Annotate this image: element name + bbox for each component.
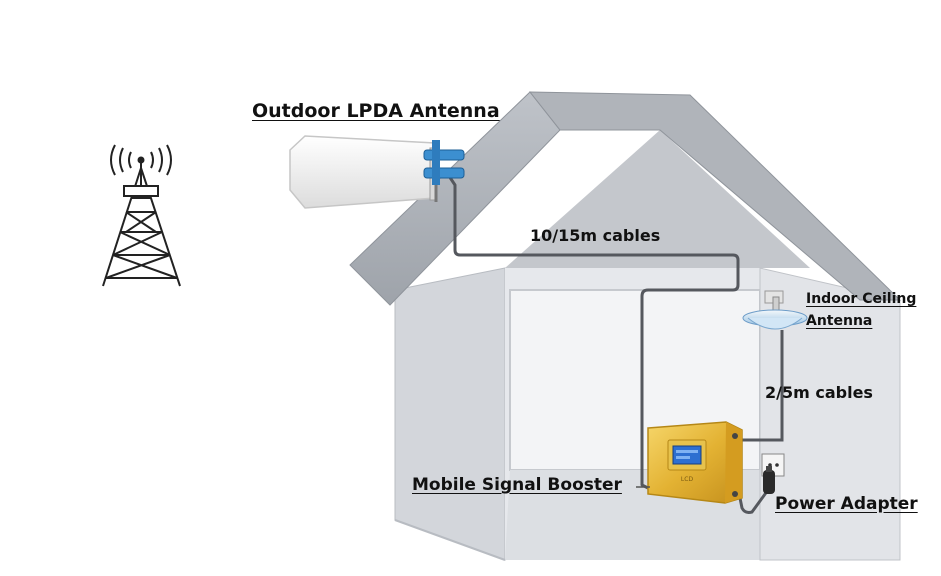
long-cables-label: 10/15m cables — [530, 226, 661, 245]
cable-long — [443, 169, 740, 490]
cell-tower-icon — [102, 160, 181, 287]
signal-waves-icon — [110, 144, 172, 176]
short-cables-label: 2/5m cables — [765, 383, 873, 402]
power-adapter-label: Power Adapter — [775, 494, 918, 514]
outdoor-antenna-label: Outdoor LPDA Antenna — [252, 100, 500, 122]
booster-display-text: LCD — [681, 476, 694, 483]
indoor-antenna-label-line2: Antenna — [806, 313, 873, 329]
cable-adapter — [736, 487, 770, 514]
booster-device-icon: LCD — [647, 421, 743, 504]
power-adapter-icon — [763, 466, 775, 494]
booster-label: Mobile Signal Booster — [412, 475, 622, 495]
lpda-antenna-icon — [289, 135, 465, 209]
ceiling-antenna-icon — [742, 290, 808, 330]
cable-short — [740, 330, 784, 442]
indoor-antenna-label-line1: Indoor Ceiling — [806, 291, 917, 307]
